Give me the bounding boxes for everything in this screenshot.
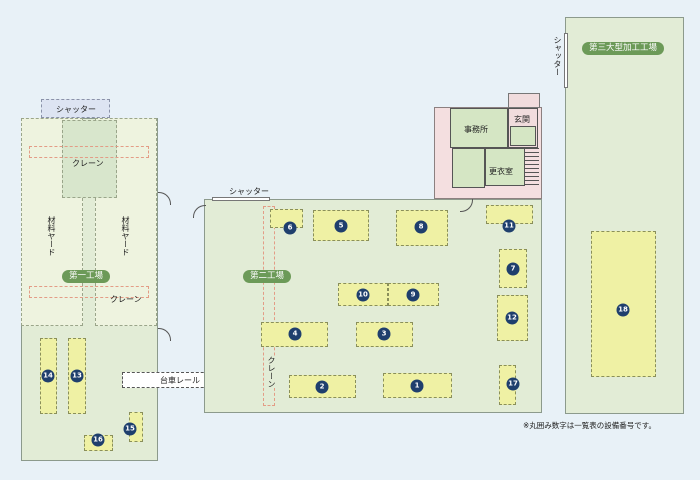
material-yard-right-label: 材料ヤード — [121, 216, 130, 256]
office-label: 事務所 — [464, 125, 488, 134]
equipment-14-badge: 14 — [41, 369, 55, 383]
second-factory-shutter-label: シャッター — [229, 187, 269, 196]
equipment-16-badge: 16 — [91, 433, 105, 447]
crane-area-upper — [62, 120, 117, 198]
office-room — [450, 108, 508, 148]
entrance-label: 玄関 — [514, 115, 530, 124]
equipment-5 — [313, 210, 369, 241]
equipment-1-badge: 1 — [410, 379, 424, 393]
equipment-15-badge: 15 — [123, 422, 137, 436]
equipment-8-badge: 8 — [414, 220, 428, 234]
material-yard-left-label: 材料ヤード — [47, 216, 56, 256]
toilet-area — [452, 148, 485, 188]
equipment-17-badge: 17 — [506, 377, 520, 391]
stairway — [508, 93, 540, 108]
first-factory-shutter-label: シャッター — [56, 105, 96, 114]
equipment-18-badge: 18 — [616, 303, 630, 317]
equipment-9-badge: 9 — [406, 288, 420, 302]
third-factory-shutter — [564, 33, 568, 88]
second-factory — [204, 199, 542, 413]
locker-room-label: 更衣室 — [489, 167, 513, 176]
stairs-right — [525, 148, 539, 188]
equipment-7-badge: 7 — [506, 262, 520, 276]
entrance-inner — [510, 126, 536, 146]
equipment-5-badge: 5 — [334, 219, 348, 233]
legend-note: ※丸囲み数字は一覧表の設備番号です。 — [523, 421, 657, 430]
crane-label-lower: クレーン — [110, 295, 142, 304]
crane-rail-lower — [29, 286, 149, 298]
crane-label-upper: クレーン — [72, 159, 104, 168]
equipment-13-badge: 13 — [70, 369, 84, 383]
third-factory-label: 第三大型加工工場 — [582, 42, 665, 56]
first-factory-shutter — [41, 99, 110, 118]
first-factory-door-upper — [158, 192, 171, 205]
second-factory-shutter — [212, 197, 270, 201]
crane-rail-upper — [29, 146, 149, 158]
equipment-10-badge: 10 — [356, 288, 370, 302]
second-factory-label: 第二工場 — [243, 270, 292, 284]
dolly-rail-label: 台車レール — [160, 375, 200, 386]
equipment-3-badge: 3 — [377, 327, 391, 341]
first-factory-door-lower — [158, 328, 171, 341]
crane-label-second: クレーン — [267, 356, 276, 388]
equipment-2-badge: 2 — [315, 380, 329, 394]
equipment-4-badge: 4 — [288, 327, 302, 341]
locker-room — [485, 148, 525, 186]
equipment-6-badge: 6 — [283, 221, 297, 235]
third-factory-shutter-label: シャッター — [553, 36, 562, 76]
equipment-12-badge: 12 — [505, 311, 519, 325]
crane-rail-second — [263, 206, 275, 406]
equipment-11-badge: 11 — [502, 219, 516, 233]
second-factory-door-left — [193, 205, 206, 218]
first-factory-label: 第一工場 — [62, 270, 111, 284]
